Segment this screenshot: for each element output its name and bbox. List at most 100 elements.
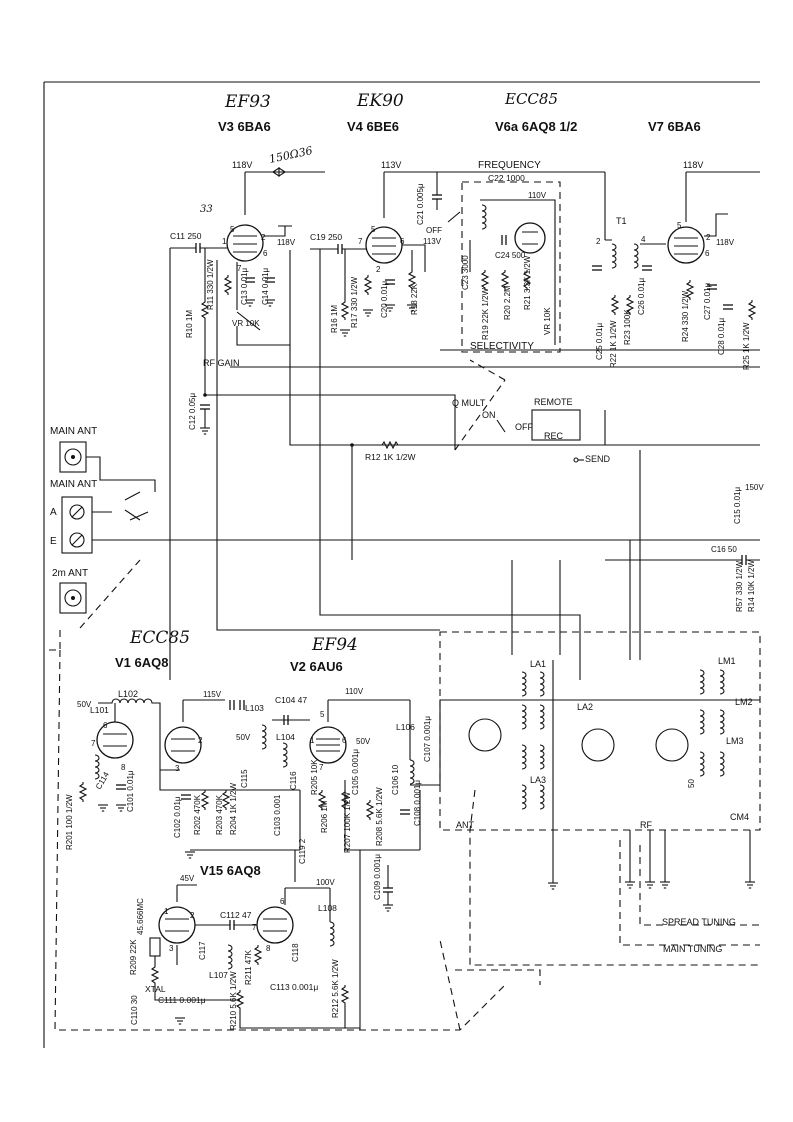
svg-text:2: 2 [198,736,203,745]
v4-plate-voltage: 113V [381,160,401,170]
c119-label: C119 2 [298,838,307,864]
la3-label: LA3 [530,775,546,785]
r21-label: R21 3.3K 1/2W [523,255,532,310]
svg-text:7: 7 [319,763,324,772]
remote-box [531,409,581,441]
tube-v6a [514,222,546,254]
tube-v3 [226,224,264,262]
c108-label: C108 0.001μ [413,780,422,826]
q-mult-label: Q MULT [452,398,486,408]
r11-label: R11 330 1/2W [206,259,215,310]
tube-v2-label: V2 6AU6 [290,659,343,674]
r24-label: R24 330 1/2W [681,290,690,342]
c116-label: C116 [289,771,298,790]
rf-box-label: RF [640,820,652,830]
r207-label: R207 100K 1/2W [343,792,352,853]
c21-label: C21 0.005μ [416,183,425,225]
c110-label: C110 30 [130,995,139,1025]
lm2-label: LM2 [735,697,753,707]
svg-text:6: 6 [280,897,285,906]
terminal-e-label: E [50,536,57,547]
la1-label: LA1 [530,659,546,669]
svg-text:5: 5 [230,225,235,234]
r25-label: R25 1K 1/2W [742,322,751,370]
r206-label: R206 1M [320,800,329,833]
svg-text:8: 8 [121,763,126,772]
svg-text:6: 6 [263,249,268,258]
handwritten-pin-note: 33 [200,204,213,215]
l107-label: L107 [209,970,228,980]
c25-label: C25 0.01μ [595,323,604,360]
c117-label: C117 [198,941,207,960]
svg-text:3: 3 [169,944,174,953]
c11-label: C11 250 [170,231,202,241]
r57-label: R57 330 1/2W [735,560,744,612]
r208-label: R208 5.6K 1/2W [375,787,384,846]
r212-label: R212 5.6K 1/2W [331,959,340,1018]
svg-text:7: 7 [358,237,363,246]
svg-text:2: 2 [376,265,381,274]
l103-label: L103 [245,703,264,713]
handwritten-ek90: EK90 [356,91,404,111]
r12-label: R12 1K 1/2W [365,452,416,462]
crystal [149,937,161,957]
v4-screen-voltage: 113V [423,237,442,246]
handwritten-ef94: EF94 [311,635,358,655]
tuning-coil-box [439,631,761,831]
svg-text:6: 6 [103,721,108,730]
c112-label: C112 47 [220,910,252,920]
svg-text:3: 3 [175,764,180,773]
svg-text:8: 8 [266,944,271,953]
r22-label: R22 1K 1/2W [609,320,618,368]
svg-text:7: 7 [91,739,96,748]
v110b-label: 110V [345,687,364,696]
ant-box-label: ANT [456,820,475,830]
vr10k-b-label: VR 10K [543,307,552,335]
page-border [43,81,760,1048]
ant-2m-label: 2m ANT [52,568,88,579]
c103-label: C103 0.001 [273,794,282,836]
handwritten-ef93: EF93 [224,92,271,112]
c20-label: C20 0.01μ [380,281,389,318]
l108-label: L108 [318,903,337,913]
selectivity-label: SELECTIVITY [470,341,534,352]
ant-2m-jack [59,582,87,614]
c19-label: C19 250 [310,232,342,242]
c15-label: C15 0.01μ [733,487,742,524]
r201-label: R201 100 1/2W [65,794,74,850]
lm3-label: LM3 [726,736,744,746]
c14-label: C14 0.01μ [261,268,270,305]
r211-label: R211 47K [244,949,253,985]
c106-label: C106 10 [391,764,400,795]
c113-label: C113 0.001μ [270,982,318,992]
c102-label: C102 0.01μ [173,796,182,838]
r204-label: R204 1K 1/2W [229,783,238,835]
c115-label: C115 [240,769,249,788]
band-switch-rf [581,728,615,762]
terminal-a-label: A [50,507,57,518]
r18-label: R18 22K [410,283,419,315]
svg-text:6: 6 [400,237,405,246]
l102-label: L102 [118,689,138,699]
r203-label: R203 470K [215,794,224,835]
svg-text:5: 5 [677,221,682,230]
c104-label: C104 47 [275,695,307,705]
svg-text:6: 6 [705,249,710,258]
xtal-freq-label: 45.666MC [136,898,145,935]
v6a-voltage: 110V [528,191,547,200]
tube-v15-label: V15 6AQ8 [200,863,261,878]
svg-text:1: 1 [222,237,227,246]
main-ant-label-1: MAIN ANT [50,426,97,437]
v50b-label: 50V [236,733,251,742]
c23-label: C23 3000 [461,255,470,290]
tube-v4-label: V4 6BE6 [347,119,399,134]
handwritten-ecc85-v1: ECC85 [129,628,190,648]
c28-label: C28 0.01μ [717,318,726,355]
v3-screen-voltage: 118V [277,238,296,247]
svg-text:7: 7 [237,264,242,273]
band-switch-mix [655,728,689,762]
svg-text:5: 5 [320,710,325,719]
vr10k-label: VR 10K [232,319,260,328]
tube-v7 [667,226,705,264]
